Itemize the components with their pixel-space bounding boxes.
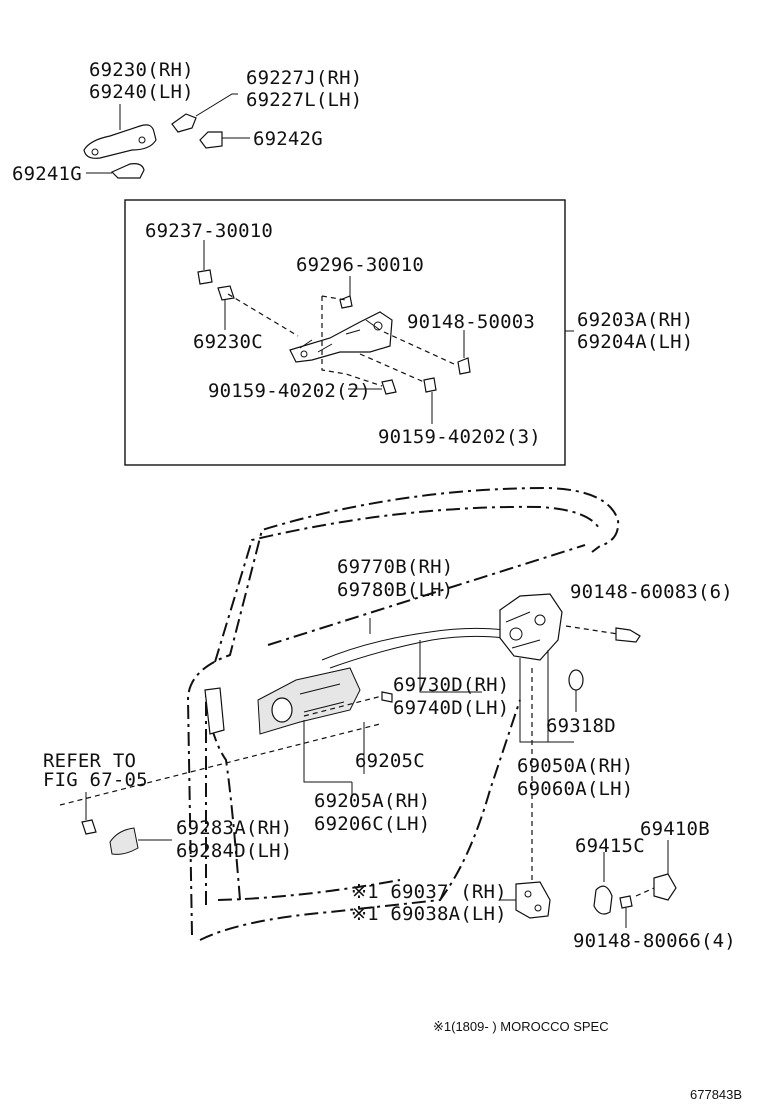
part-label: 90159-40202(3) bbox=[378, 426, 541, 448]
part-label: ※1 69037 (RH) bbox=[351, 881, 507, 903]
part-label: 69227L(LH) bbox=[246, 89, 362, 111]
handle-cap-part bbox=[110, 163, 145, 179]
part-label: 69206C(LH) bbox=[314, 813, 430, 835]
outside-handle-group bbox=[83, 93, 250, 179]
part-label: 69242G bbox=[253, 128, 323, 150]
spec-note: ※1(1809- ) MOROCCO SPEC bbox=[433, 1019, 609, 1034]
part-label: 69060A(LH) bbox=[517, 778, 633, 800]
part-label: 69237-30010 bbox=[145, 220, 273, 242]
frame-assembly-box bbox=[124, 199, 566, 466]
part-label: 90148-80066(4) bbox=[573, 930, 736, 952]
refer-note: FIG 67-05 bbox=[43, 769, 148, 791]
part-label: 90148-60083(6) bbox=[570, 581, 733, 603]
part-label: 69227J(RH) bbox=[246, 67, 362, 89]
part-label: 90159-40202(2) bbox=[208, 380, 371, 402]
handle-gasket-part bbox=[199, 131, 223, 149]
part-label: 69740D(LH) bbox=[393, 697, 509, 719]
part-label: 69296-30010 bbox=[296, 254, 424, 276]
part-label: 69230(RH) bbox=[89, 59, 194, 81]
part-label: 69283A(RH) bbox=[176, 817, 292, 839]
part-label: 69318D bbox=[546, 715, 616, 737]
outside-handle-part bbox=[83, 124, 157, 159]
part-label: 90148-50003 bbox=[407, 311, 535, 333]
part-label: 69241G bbox=[12, 163, 82, 185]
part-label: 69050A(RH) bbox=[517, 755, 633, 777]
part-label: 69770B(RH) bbox=[337, 556, 453, 578]
figure-id: 677843B bbox=[690, 1087, 742, 1102]
part-label: ※1 69038A(LH) bbox=[351, 903, 507, 925]
part-label: 69205A(RH) bbox=[314, 790, 430, 812]
part-label: 69730D(RH) bbox=[393, 674, 509, 696]
door-internal-parts bbox=[59, 593, 677, 928]
part-label: 69240(LH) bbox=[89, 81, 194, 103]
part-label: 69415C bbox=[575, 835, 645, 857]
refer-note: REFER TO bbox=[43, 750, 136, 772]
part-label: 69204A(LH) bbox=[577, 331, 693, 353]
part-label: 69410B bbox=[640, 818, 710, 840]
part-label: 69230C bbox=[193, 331, 263, 353]
frame-assembly-parts bbox=[197, 240, 471, 424]
part-label: 69284D(LH) bbox=[176, 840, 292, 862]
part-label: 69203A(RH) bbox=[577, 309, 693, 331]
rear-door-outline bbox=[186, 486, 620, 941]
handle-pad-part bbox=[171, 113, 197, 133]
part-label: 69205C bbox=[355, 750, 425, 772]
part-label: 69780B(LH) bbox=[337, 579, 453, 601]
